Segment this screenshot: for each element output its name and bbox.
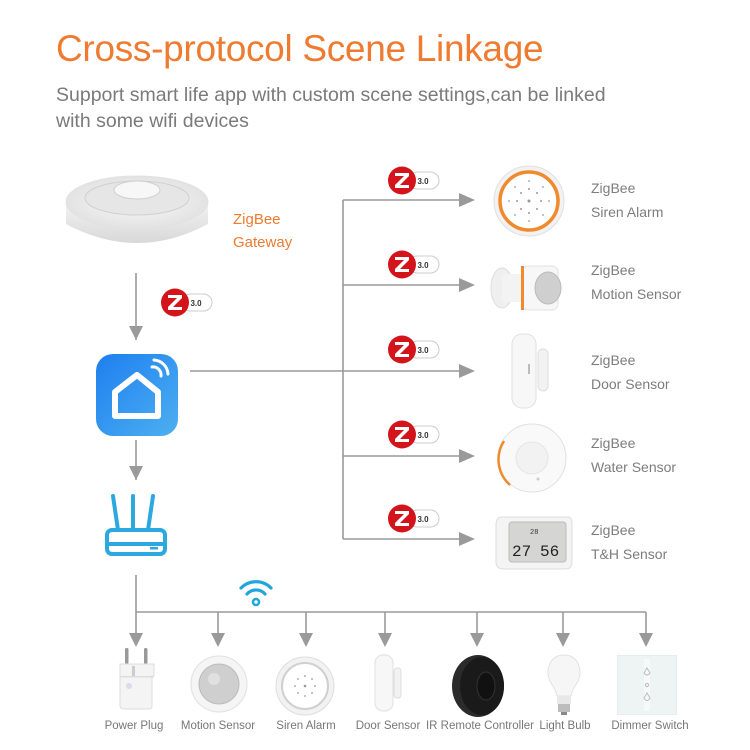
svg-text:3.0: 3.0 <box>190 299 202 308</box>
wifi-siren-alarm-image <box>275 656 335 716</box>
wifi-device-label: Siren Alarm <box>276 720 336 732</box>
wifi-power-plug-image <box>114 648 160 710</box>
wifi-dimmer-switch-image <box>617 655 677 715</box>
door-sensor-icon <box>374 654 402 712</box>
svg-text:3.0: 3.0 <box>417 515 429 524</box>
zigbee-water-sensor-image <box>496 421 568 495</box>
wifi-device-label: Power Plug <box>104 720 164 732</box>
siren-alarm-icon <box>275 656 335 716</box>
power-plug-icon <box>119 648 155 710</box>
zigbee-badge: 3.0 <box>160 287 214 319</box>
zigbee-badge: 3.0 <box>387 165 441 197</box>
svg-text:3.0: 3.0 <box>417 177 429 186</box>
svg-text:27: 27 <box>512 543 531 561</box>
zigbee-device-label: ZigBee Siren Alarm <box>591 180 664 220</box>
zigbee-badge: 3.0 <box>387 503 441 535</box>
zigbee-gateway-image <box>62 172 212 257</box>
zigbee-device-label: ZigBee T&H Sensor <box>591 522 668 562</box>
app-house-icon <box>96 354 178 436</box>
svg-text:3.0: 3.0 <box>417 431 429 440</box>
smart-life-app <box>96 354 178 436</box>
page-subtitle: Support smart life app with custom scene… <box>56 84 606 132</box>
page-title: Cross-protocol Scene Linkage <box>56 28 544 69</box>
wifi-device-label: Motion Sensor <box>180 720 256 732</box>
svg-text:3.0: 3.0 <box>417 346 429 355</box>
wifi-motion-sensor-image <box>190 655 248 713</box>
siren-alarm-icon <box>493 165 565 237</box>
gateway-label-line2: Gateway <box>233 234 293 251</box>
svg-text:28: 28 <box>530 529 538 537</box>
motion-sensor-icon <box>190 655 248 713</box>
wifi-device-label: Dimmer Switch <box>611 720 689 732</box>
wifi-ir-remote-image <box>450 654 506 718</box>
wifi-device-label: IR Remote Controller <box>425 720 534 732</box>
zigbee-th-sensor-image: 28 27 56 <box>494 514 574 572</box>
zigbee-badge: 3.0 <box>387 249 441 281</box>
zigbee-device-label: ZigBee Motion Sensor <box>591 262 682 302</box>
zigbee-device-label: ZigBee Water Sensor <box>591 435 677 475</box>
wifi-symbol <box>238 577 274 607</box>
wifi-light-bulb-image <box>547 654 581 716</box>
zigbee-badge: 3.0 <box>387 419 441 451</box>
zigbee-siren-alarm-image <box>492 164 566 238</box>
motion-sensor-icon <box>490 265 562 311</box>
th-sensor-icon: 28 27 56 <box>495 516 573 570</box>
svg-text:56: 56 <box>540 543 559 561</box>
door-sensor-icon <box>511 333 549 409</box>
zigbee-door-sensor-image <box>510 332 550 410</box>
light-bulb-icon <box>547 654 581 715</box>
router-icon <box>105 494 167 556</box>
zigbee-badge: 3.0 <box>387 334 441 366</box>
wifi-router <box>104 492 168 558</box>
gateway-label-line1: ZigBee <box>233 211 281 228</box>
dimmer-switch-icon <box>617 655 677 715</box>
ir-remote-icon <box>452 655 504 717</box>
wifi-door-sensor-image <box>374 654 402 712</box>
wifi-device-label: Light Bulb <box>539 720 591 732</box>
zigbee-motion-sensor-image <box>488 260 570 316</box>
gateway-hub-icon <box>65 175 209 243</box>
svg-text:3.0: 3.0 <box>417 261 429 270</box>
water-sensor-icon <box>497 423 567 493</box>
zigbee-device-label: ZigBee Door Sensor <box>591 352 670 392</box>
wifi-device-label: Door Sensor <box>355 720 421 732</box>
gateway-label: ZigBee Gateway <box>233 208 292 254</box>
wifi-icon <box>239 580 273 607</box>
